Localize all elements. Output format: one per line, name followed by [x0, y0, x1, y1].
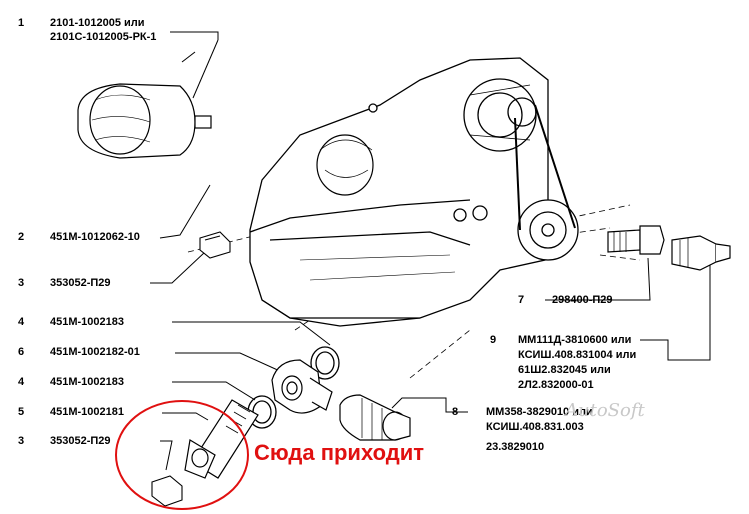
leader-1	[170, 31, 219, 40]
callout-part-line: 2Л2.832000-01	[518, 379, 594, 391]
callout-part-line: ММ111Д-3810600 или	[518, 334, 632, 346]
adapter-fitting-icon	[339, 394, 411, 441]
leader-2	[159, 184, 211, 239]
leader-1-arrow	[192, 39, 219, 99]
oil-pressure-switch-icon	[671, 235, 731, 271]
leader-3	[150, 251, 206, 284]
hollow-bolt-icon	[184, 399, 259, 479]
callout-number: 2	[18, 231, 25, 243]
callout-number: 3	[18, 435, 25, 447]
callout-number: 4	[18, 316, 25, 328]
callout-number: 3	[18, 277, 25, 289]
oil-filter-icon	[77, 83, 212, 159]
callout-part-line: 353052-П29	[50, 277, 111, 289]
callout-part-line: 23.3829010	[486, 441, 545, 453]
callout-number: 1	[18, 17, 25, 29]
highlight-circle	[115, 400, 249, 510]
callout-part-line: КСИШ.408.831004 или	[518, 349, 637, 361]
leader-4a	[172, 321, 331, 346]
callout-part-line: 2101С-1012005-РК-1	[50, 31, 157, 43]
watermark: AutoSoft	[565, 400, 645, 421]
drain-plug-icon	[199, 231, 231, 259]
leader-3b	[160, 440, 173, 471]
leader-6	[175, 352, 283, 373]
callout-number: 7	[518, 294, 525, 306]
engine-block-icon	[249, 57, 579, 327]
leader-5	[162, 412, 209, 421]
callout-part-line: ММ358-3829010 или	[486, 406, 593, 418]
callout-number: 6	[18, 346, 25, 358]
leader-4b	[172, 381, 256, 401]
callout-part-line: 298400-П29	[552, 294, 613, 306]
callout-part-line: 451М-1012062-10	[50, 231, 140, 243]
callout-number: 9	[490, 334, 497, 346]
leader-9	[640, 262, 711, 361]
callout-number: 8	[452, 406, 459, 418]
leader-7	[545, 257, 651, 301]
leader-8	[391, 397, 468, 413]
callout-part-line: 2101-1012005 или	[50, 17, 145, 29]
oil-pressure-sensor-icon	[607, 225, 665, 255]
callout-part-line: 451М-1002183	[50, 316, 125, 328]
annotation-text: Сюда приходит	[254, 440, 425, 465]
callout-part-line: 451М-1002181	[50, 406, 125, 418]
callout-number: 5	[18, 406, 25, 418]
callout-part-line: 61Ш2.832045 или	[518, 364, 611, 376]
callout-part-line: 353052-П29	[50, 435, 111, 447]
callout-part-line: 451М-1002182-01	[50, 346, 140, 358]
drain-plug-icon	[151, 475, 183, 507]
union-fitting-icon	[271, 359, 333, 414]
oil-filter-icon	[316, 134, 374, 196]
callout-number: 4	[18, 376, 25, 388]
callout-part-line: КСИШ.408.831.003	[486, 421, 584, 433]
callout-part-line: 451М-1002183	[50, 376, 125, 388]
